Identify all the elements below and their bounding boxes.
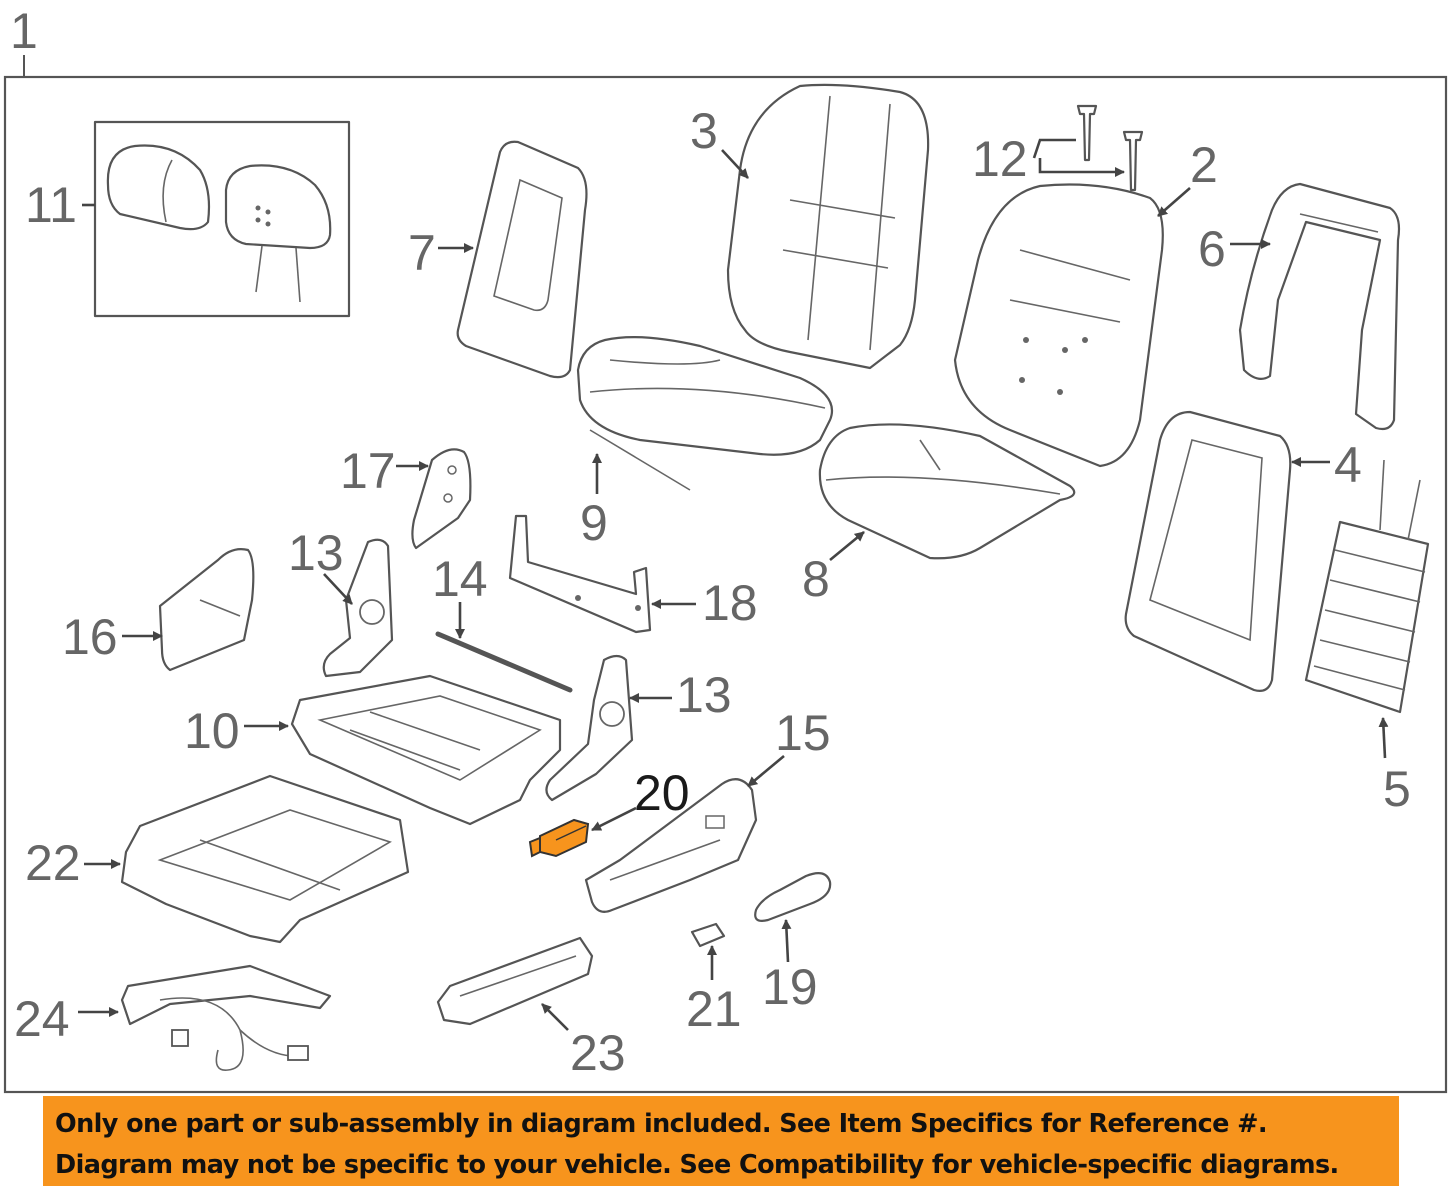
callout-3: 3 (690, 103, 718, 159)
notice-line-1: Only one part or sub-assembly in diagram… (55, 1109, 1268, 1139)
part-5-back-spring (1304, 459, 1430, 714)
part-21-switch-button (690, 922, 726, 948)
leader-19 (781, 919, 792, 963)
part-18-support-bar (508, 514, 652, 634)
part-11-headrests (93, 120, 351, 318)
callout-20: 20 (634, 765, 690, 821)
part-13-recliner-right (545, 654, 634, 802)
part-23-lower-trim (436, 936, 594, 1026)
leader-12 (1032, 138, 1076, 159)
notice-banner: Only one part or sub-assembly in diagram… (43, 1096, 1399, 1186)
callout-6: 6 (1198, 221, 1226, 277)
part-17-hinge-cover (411, 448, 472, 550)
part-10-seat-frame (290, 674, 562, 826)
callout-9: 9 (580, 495, 608, 551)
callout-15: 15 (775, 705, 831, 761)
part-15-side-cover (584, 778, 758, 913)
callout-13b: 13 (676, 667, 732, 723)
callout-23: 23 (570, 1025, 626, 1081)
part-24-wire-harness (120, 964, 332, 1071)
part-3-back-cover (726, 83, 930, 370)
part-12-guides (1076, 104, 1144, 192)
callout-21: 21 (686, 981, 742, 1037)
part-7-back-panel (456, 140, 588, 379)
leader-3 (721, 149, 749, 179)
callout-7: 7 (408, 225, 436, 281)
leader-2 (1157, 187, 1191, 217)
callout-4: 4 (1334, 437, 1362, 493)
callout-19: 19 (762, 959, 818, 1015)
callout-24: 24 (14, 991, 70, 1047)
callout-22: 22 (25, 835, 81, 891)
part-6-side-trim (1238, 182, 1401, 431)
leader-13a (323, 573, 353, 605)
part-19-switch-knob (754, 871, 832, 922)
part-22-seat-adjuster (120, 774, 410, 944)
part-14-rod (435, 631, 573, 693)
part-2-back-pad (953, 183, 1164, 468)
part-20-highlighted (528, 818, 590, 858)
part-9-cushion-cover (576, 336, 833, 491)
callout-17: 17 (340, 443, 396, 499)
part-16-side-shield (158, 548, 255, 672)
part-8-cushion-pad (818, 423, 1076, 560)
leader-5 (1378, 717, 1389, 759)
leader-8 (829, 530, 865, 562)
diagram-frame (3, 75, 1448, 1094)
callout-11: 11 (25, 177, 77, 233)
leader-15 (747, 755, 785, 787)
callout-18: 18 (702, 575, 758, 631)
callout-16: 16 (62, 609, 118, 665)
notice-line-2: Diagram may not be specific to your vehi… (55, 1150, 1339, 1180)
leader-12b (1038, 158, 1125, 177)
callout-5: 5 (1383, 761, 1411, 817)
leader-20 (591, 806, 637, 832)
callout-10: 10 (184, 703, 240, 759)
callout-13a: 13 (288, 525, 344, 581)
callout-2: 2 (1190, 137, 1218, 193)
callout-12: 12 (972, 131, 1028, 187)
part-4-back-frame (1124, 410, 1292, 692)
part-13-recliner-left (322, 538, 394, 678)
callout-14: 14 (432, 551, 488, 607)
leader-23 (541, 1003, 569, 1031)
callout-8: 8 (802, 551, 830, 607)
callout-1: 1 (10, 3, 38, 59)
